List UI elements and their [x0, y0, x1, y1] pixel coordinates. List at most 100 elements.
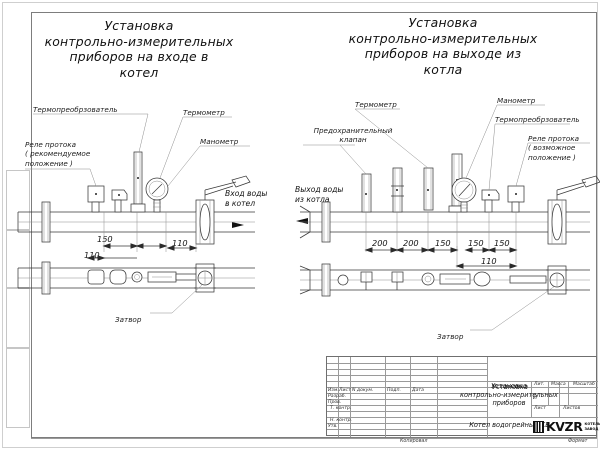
right-flow-arrow — [296, 218, 308, 224]
tb-drawing-name-l1: Установка — [492, 383, 528, 391]
tb-role-prov: Пров. — [328, 400, 342, 405]
tb-product-name: Котел водогрейный КВ — [467, 421, 552, 430]
tb-dn-2: контрольно-измерительных — [460, 390, 558, 399]
tb-role-nkontr: Н. контр. — [330, 418, 353, 423]
left-title-line4: котел — [119, 64, 159, 80]
tb-header-data: Дата — [412, 388, 424, 393]
tb-dn-3: приборов — [492, 399, 526, 408]
tb-v-line-3 — [385, 357, 386, 437]
left-label-manometer: Манометр — [200, 137, 239, 146]
footer-format: Формат — [568, 439, 588, 444]
tb-h-line-3 — [327, 375, 487, 376]
tb-mass-header: Масса — [551, 382, 566, 387]
tb-product-name-text: Котел водогрейный КВ — [469, 421, 550, 429]
right-label-flow-relay: Реле протока ( возможное положение ) — [528, 134, 579, 162]
tb-v-line-13 — [531, 405, 598, 406]
left-flow-line2: в котел — [225, 198, 256, 208]
tb-h-line-10 — [327, 417, 598, 418]
logo-subtext: КОТЕЛЬНЫЙ ЗАВОД Р — [584, 422, 600, 430]
tb-header-list: Лист — [339, 388, 351, 393]
right-flow-line1: Выход воды — [295, 185, 344, 194]
right-dim-200a: 200 — [372, 238, 388, 248]
left-dim-110-right: 110 — [172, 238, 188, 248]
tb-v-line-12 — [531, 393, 598, 394]
tb-h-line-12 — [327, 429, 487, 430]
right-plan-assembly — [299, 263, 590, 297]
logo-sub-l1: КОТЕЛЬНЫЙ — [584, 422, 600, 427]
tb-v-line-15 — [559, 405, 560, 417]
title-block: Изм. Лист N докум. Подп. Дата Разраб. Пр… — [326, 356, 600, 437]
margin-strip-bottom — [6, 348, 30, 428]
tb-lit-value: И — [533, 395, 538, 401]
tb-role-razrab: Разраб. — [328, 394, 347, 399]
left-dim-150: 150 — [97, 234, 113, 244]
logo-wordmark: KVZR — [546, 419, 583, 434]
left-flow-text: Вход воды в котел — [225, 189, 267, 209]
right-leader-lines — [303, 104, 590, 191]
tb-sheets-header: Листов — [563, 406, 581, 411]
right-dim-200b: 200 — [403, 238, 419, 248]
right-label-safety-valve: Предохранительный клапан — [303, 126, 403, 145]
right-flow-relay-l3: положение ) — [528, 152, 576, 162]
tb-h-line-5 — [327, 387, 598, 388]
right-flow-relay-l2: ( возможное — [528, 143, 576, 153]
left-label-thermotransducer: Термопреобрзователь — [33, 105, 118, 114]
footer-kopiroval: Копировал — [400, 439, 428, 444]
left-title-line2: контрольно-измерительных — [44, 33, 234, 49]
right-dim-110: 110 — [481, 256, 497, 266]
left-dimension-lines — [88, 212, 197, 259]
logo-sub-l2: ЗАВОД Р — [584, 426, 600, 431]
tb-h-line-6 — [327, 393, 487, 394]
left-flow-relay-l3: положение ) — [25, 158, 73, 168]
tb-header-izm: Изм. — [328, 388, 339, 393]
right-title-line4: котла — [423, 61, 463, 77]
right-label-valve: Затвор — [437, 332, 464, 341]
tb-v-line-5 — [437, 357, 438, 437]
tb-lit-header: Лит. — [534, 382, 545, 387]
tb-drawing-name-full: Установка контрольно-измерительных прибо… — [459, 382, 559, 408]
right-diagram-title: Установка контрольно-измерительных прибо… — [318, 15, 568, 77]
right-dimension-lines — [365, 212, 517, 268]
right-title-line3: приборов на выходе из — [364, 46, 522, 61]
left-plan-assembly — [17, 261, 255, 295]
tb-h-line-9 — [327, 411, 487, 412]
left-label-flow-relay: Реле протока ( рекомендуемое положение ) — [25, 140, 90, 168]
tb-v-line-14 — [487, 381, 598, 382]
left-label-valve: Затвор — [115, 315, 142, 324]
tb-header-podp: Подп. — [387, 388, 401, 393]
right-dim-150b: 150 — [468, 238, 484, 248]
tb-v-line-1 — [338, 357, 339, 437]
logo-mark-icon — [533, 420, 544, 433]
tb-v-line-7 — [531, 381, 532, 417]
left-leader-lines — [25, 113, 250, 187]
right-label-manometer: Манометр — [497, 96, 536, 105]
right-flow-relay-l1: Реле протока — [528, 134, 580, 143]
tb-role-tkontr: Т. контр. — [330, 406, 352, 411]
left-flow-relay-l1: Реле протока — [25, 140, 77, 149]
tb-v-line-4 — [410, 357, 411, 437]
tb-v-line-2 — [350, 357, 351, 437]
tb-h-line-11 — [327, 423, 487, 424]
footer-rule — [31, 438, 597, 439]
left-flow-line1: Вход воды — [225, 189, 268, 198]
left-flow-relay-l2: ( рекомендуемое — [25, 149, 91, 159]
tb-scale-header: Масштаб — [573, 382, 595, 387]
tb-v-line-6 — [487, 357, 488, 437]
right-dim-150c: 150 — [494, 238, 510, 248]
left-label-thermometer: Термометр — [183, 108, 225, 117]
left-diagram-title: Установка контрольно-измерительных прибо… — [14, 18, 264, 80]
left-dim-110-left: 110 — [84, 250, 100, 260]
right-title-line1: Установка — [408, 15, 478, 30]
margin-strip-lower — [6, 288, 30, 348]
tb-h-line-7 — [327, 399, 487, 400]
right-dim-150a: 150 — [435, 238, 451, 248]
right-dim-arrowheads — [364, 247, 518, 269]
left-dim-arrowheads — [86, 243, 198, 261]
right-flow-line2: из котла — [295, 194, 330, 204]
tb-sheet-header: Лист — [534, 406, 546, 411]
right-label-thermotransducer: Термопреобрзователь — [495, 115, 580, 124]
right-safety-valve-l2: клапан — [339, 135, 367, 145]
left-title-line3: приборов на входе в — [69, 49, 209, 64]
